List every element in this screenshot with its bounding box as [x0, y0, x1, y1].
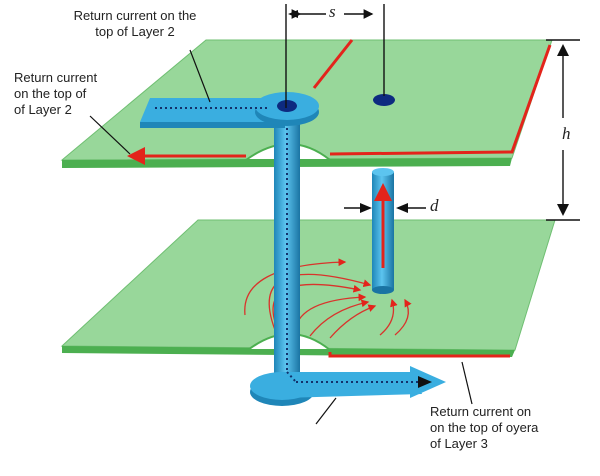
signal-via	[274, 118, 300, 378]
leader-lines	[89, 49, 473, 425]
dimension-d	[344, 203, 426, 213]
bottom-plane	[60, 219, 556, 358]
return-via	[372, 168, 394, 294]
label-return-current-left-layer2: Return current on the top of of Layer 2	[14, 70, 98, 117]
dimension-s	[285, 4, 385, 108]
label-return-current-layer3: Return current on on the top of oyerа of…	[430, 404, 539, 451]
bottom-trace	[250, 366, 446, 406]
top-trace	[140, 92, 319, 128]
dimension-d-label: d	[430, 196, 439, 215]
dimension-s-label: s	[329, 2, 336, 21]
dimension-h	[546, 39, 580, 221]
label-return-current-top-layer2: Return current on the top of Layer 2	[73, 8, 197, 39]
dimension-h-label: h	[562, 124, 571, 143]
